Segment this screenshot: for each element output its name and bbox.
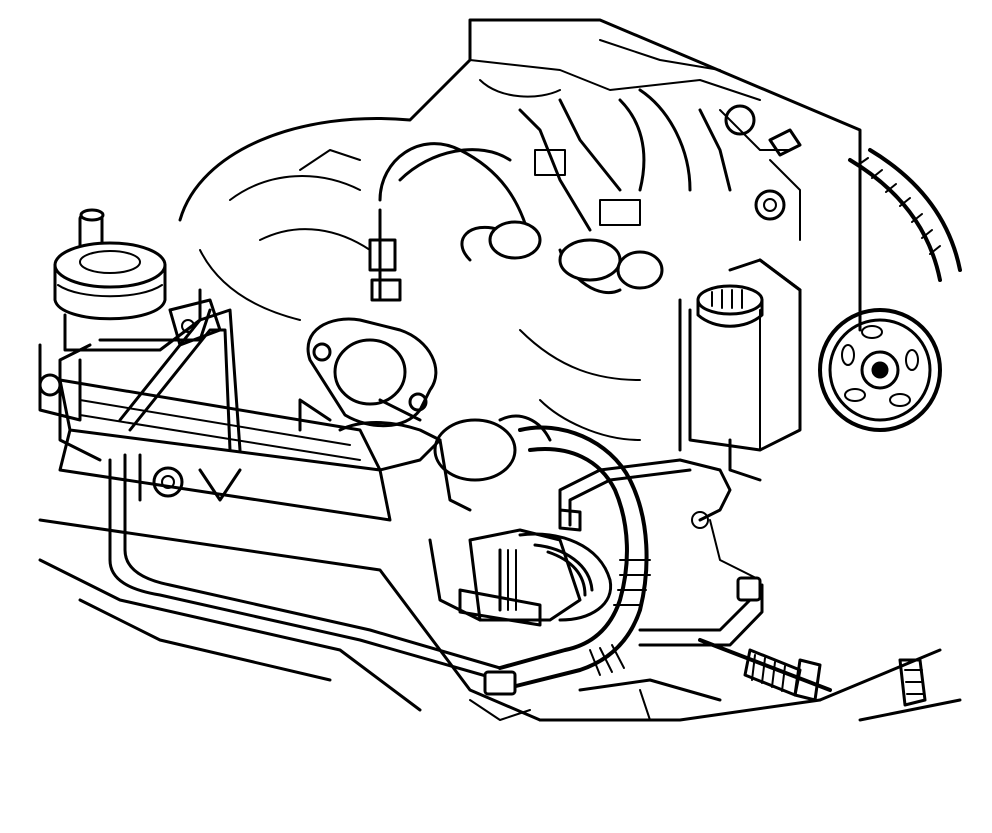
fluid-reservoir (678, 258, 802, 482)
engine-block (178, 18, 862, 581)
bolts-upper-right (724, 104, 802, 221)
power-steering-pump (38, 208, 222, 422)
reservoir-cap (696, 284, 764, 328)
pulley (818, 308, 942, 432)
spark-plug-wires (368, 88, 732, 302)
frame-crossmember (38, 518, 962, 722)
drive-belt (848, 148, 962, 282)
tie-rod (698, 638, 927, 707)
boot (428, 528, 613, 627)
pressure-hose (433, 414, 651, 696)
return-line (58, 308, 502, 682)
reservoir-lines (558, 458, 764, 647)
steering-gear (58, 378, 442, 522)
flange-gasket (306, 317, 438, 428)
